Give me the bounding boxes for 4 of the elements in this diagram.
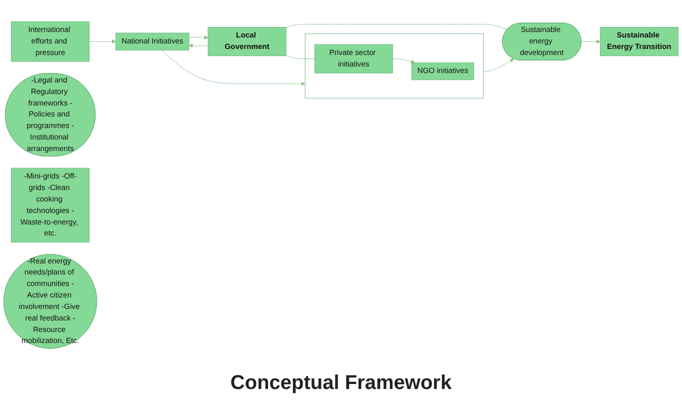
diagram-title: Conceptual Framework	[229, 372, 453, 395]
connector	[286, 55, 315, 60]
cluster	[304, 34, 484, 98]
connector	[286, 24, 508, 30]
